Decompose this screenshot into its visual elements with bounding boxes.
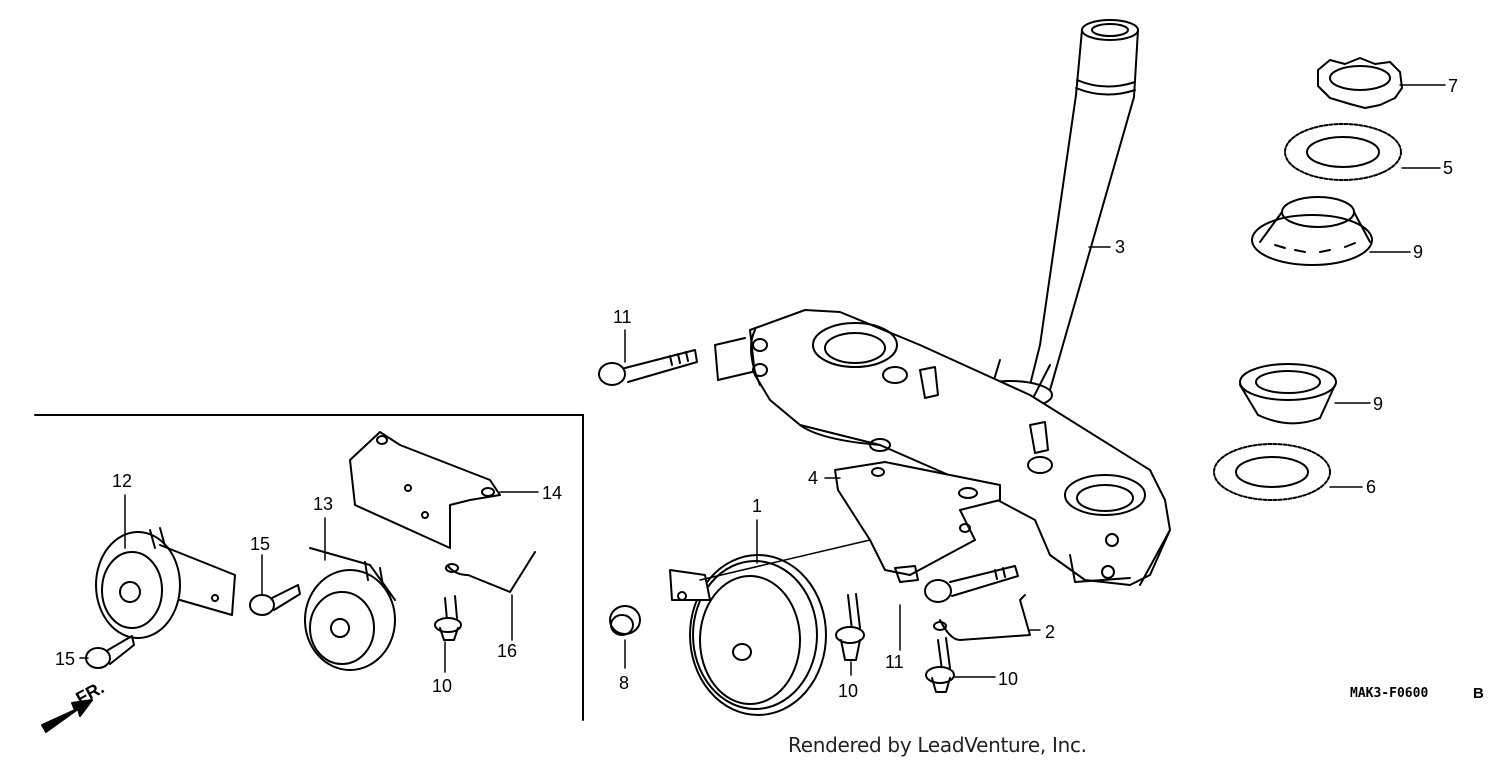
bolt-lower [924,565,1019,603]
callout-labels: 1 2 3 4 5 6 7 8 9 9 10 10 10 11 11 12 13… [55,76,1458,701]
steering-stem [967,19,1139,410]
callout-3: 3 [1115,237,1125,257]
callout-9-lower: 9 [1373,394,1383,414]
inset-box-border [34,414,584,721]
horn-bracket [834,461,1001,583]
callout-10-inset: 10 [432,676,452,696]
credit-footer: Rendered by LeadVenture, Inc. [788,733,1087,757]
dust-seal-lower [1213,443,1331,501]
front-direction-arrow [41,699,93,733]
callout-11-upper: 11 [613,307,632,327]
callout-5: 5 [1443,158,1453,178]
inset-bolt-upper [249,584,301,616]
inset-horn-right [304,547,396,671]
callout-15-upper: 15 [250,534,270,554]
callout-12: 12 [112,471,132,491]
callout-11-lower: 11 [885,652,904,672]
callout-14: 14 [542,483,562,503]
wire-clip [933,594,1031,641]
callout-2: 2 [1045,622,1055,642]
callout-16: 16 [497,641,517,661]
inset-horn-left [95,527,236,639]
stem-bracket-body [714,309,1171,586]
bearing-lower [1239,363,1337,425]
lock-nut [1317,57,1403,109]
inset-bolt-flange [434,595,462,641]
callout-13: 13 [313,494,333,514]
callout-15-lower: 15 [55,649,75,669]
inset-bolt-lower [85,635,135,669]
callout-10-center: 10 [838,681,858,701]
dust-seal-upper [1284,123,1402,181]
nut-cap [609,605,641,636]
callout-1: 1 [752,496,762,516]
leader-lines [79,84,1446,678]
bearing-upper [1251,196,1373,266]
callout-10-right: 10 [998,669,1018,689]
bolt-upper [598,349,698,386]
inset-clip [445,551,536,593]
inset-bracket [349,431,501,549]
callout-6: 6 [1366,477,1376,497]
bolt-flange-center [835,593,865,661]
callout-9-upper: 9 [1413,242,1423,262]
diagram-code: MAK3-F0600 [1350,686,1428,701]
callout-8: 8 [619,673,629,693]
horn [669,554,827,716]
bolt-flange-right [925,637,955,693]
callout-7: 7 [1448,76,1458,96]
diagram-code-suffix: B [1473,685,1484,702]
callout-4: 4 [808,468,818,488]
